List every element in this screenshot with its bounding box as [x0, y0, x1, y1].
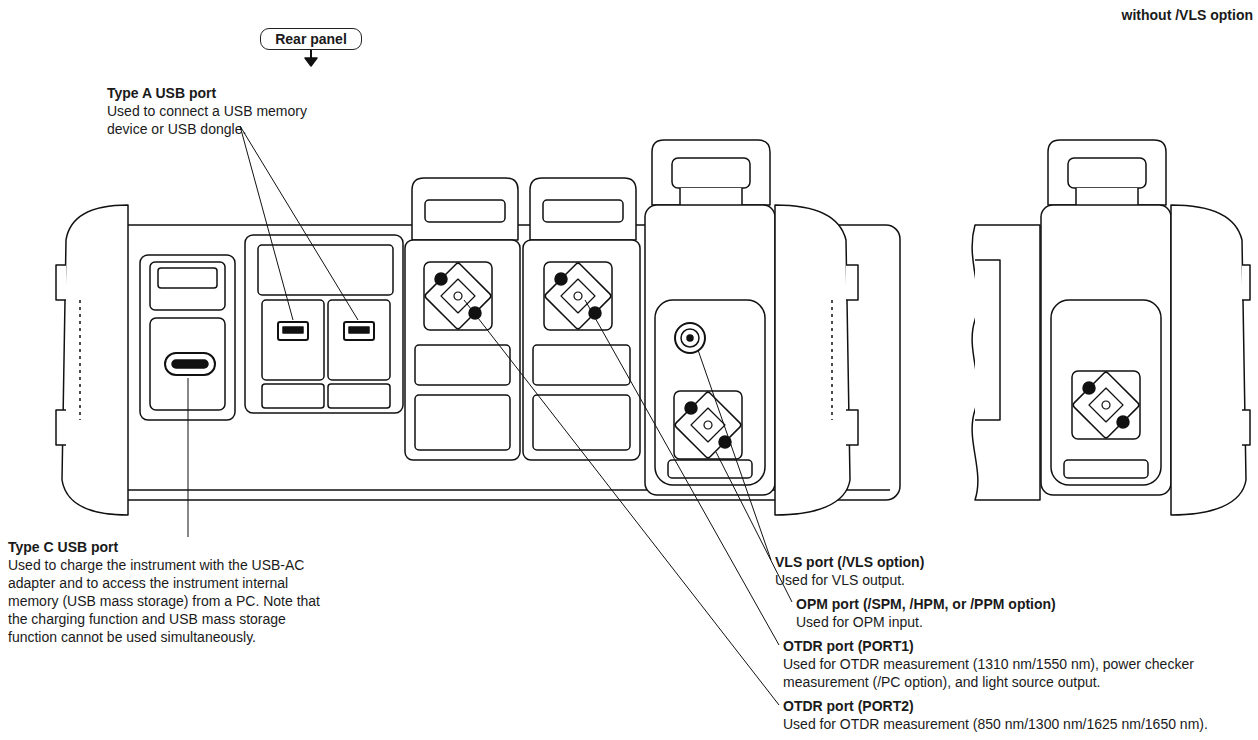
- port-description: Used for VLS output.: [775, 571, 905, 589]
- panel-tag-text: Rear panel: [275, 31, 347, 47]
- port-description: Used for OTDR measurement (850 nm/1300 n…: [783, 715, 1208, 733]
- port-description: Used for OTDR measurement (1310 nm/1550 …: [783, 655, 1253, 691]
- port-description: Used to connect a USB memory device or U…: [107, 102, 337, 138]
- port-name: OTDR port (PORT1): [783, 637, 914, 655]
- port-name: OTDR port (PORT2): [783, 697, 914, 715]
- port-description: Used for OPM input.: [796, 613, 923, 631]
- port-name: VLS port (/VLS option): [775, 553, 924, 571]
- panel-tag: Rear panel: [260, 28, 362, 50]
- port-name: OPM port (/SPM, /HPM, or /PPM option): [796, 595, 1056, 613]
- port-name: Type C USB port: [8, 538, 338, 556]
- port-description: Used to charge the instrument with the U…: [8, 556, 338, 646]
- port-name: Type A USB port: [107, 84, 216, 102]
- option-note: without /VLS option: [1122, 6, 1253, 24]
